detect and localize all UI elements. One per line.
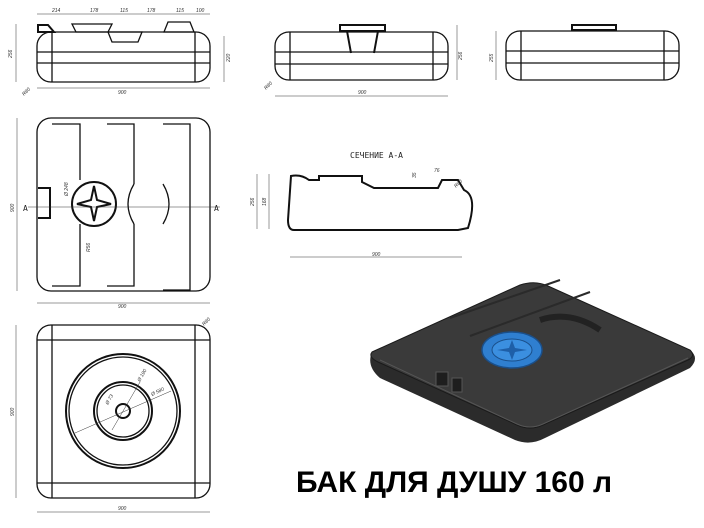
dim-text: 115 bbox=[176, 8, 184, 14]
dim-text: 256 bbox=[250, 197, 256, 207]
dim-text: Ø 73 bbox=[104, 393, 115, 406]
dim-text: 900 bbox=[372, 252, 381, 258]
section-marker-right: A bbox=[214, 204, 219, 213]
front-view: 214 178 115 178 115 100 256 220 R80 900 bbox=[8, 8, 232, 97]
side-view: R80 900 256 bbox=[263, 24, 464, 97]
dim-text: Ø 580 bbox=[149, 387, 165, 399]
dim-text: Ø 190 bbox=[136, 368, 149, 384]
section-marker-left: A bbox=[23, 204, 28, 213]
dim-text: 900 bbox=[10, 407, 16, 416]
dim-text: 256 bbox=[458, 51, 464, 61]
dim-text: R56 bbox=[86, 243, 92, 252]
back-view: 255 bbox=[489, 24, 680, 81]
dim-text: R80 bbox=[453, 179, 464, 190]
product-title: БАК ДЛЯ ДУШУ 160 л bbox=[296, 466, 613, 499]
dim-text: 178 bbox=[147, 8, 156, 14]
tank-3d-render bbox=[370, 279, 695, 443]
dim-text: 115 bbox=[120, 8, 128, 14]
dim-text: 178 bbox=[90, 8, 99, 14]
dim-text: 76 bbox=[434, 168, 440, 174]
section-view: СЕЧЕНИЕ А-А 256 168 35 76 R80 900 bbox=[250, 151, 474, 258]
dim-text: R80 bbox=[21, 87, 32, 98]
dim-text: Ø 248 bbox=[64, 182, 70, 197]
dim-text: R80 bbox=[263, 81, 274, 92]
dim-text: R80 bbox=[201, 317, 212, 328]
dim-text: 900 bbox=[118, 90, 127, 96]
dim-text: 900 bbox=[118, 304, 127, 310]
dim-text: 256 bbox=[8, 49, 14, 59]
dim-text: 35 bbox=[412, 172, 418, 178]
dim-text: 220 bbox=[226, 53, 232, 63]
dim-text: 100 bbox=[196, 8, 205, 14]
dim-text: 214 bbox=[51, 8, 61, 14]
bottom-view: R80 Ø 190 Ø 580 Ø 73 900 900 bbox=[10, 317, 212, 513]
dim-text: 900 bbox=[10, 203, 16, 212]
dim-text: 255 bbox=[489, 53, 495, 63]
section-label: СЕЧЕНИЕ А-А bbox=[350, 151, 403, 160]
plan-view: A A Ø 248 R56 900 900 bbox=[10, 117, 220, 310]
dim-text: 168 bbox=[262, 197, 268, 206]
dim-text: 900 bbox=[358, 90, 367, 96]
dim-text: 900 bbox=[118, 506, 127, 512]
